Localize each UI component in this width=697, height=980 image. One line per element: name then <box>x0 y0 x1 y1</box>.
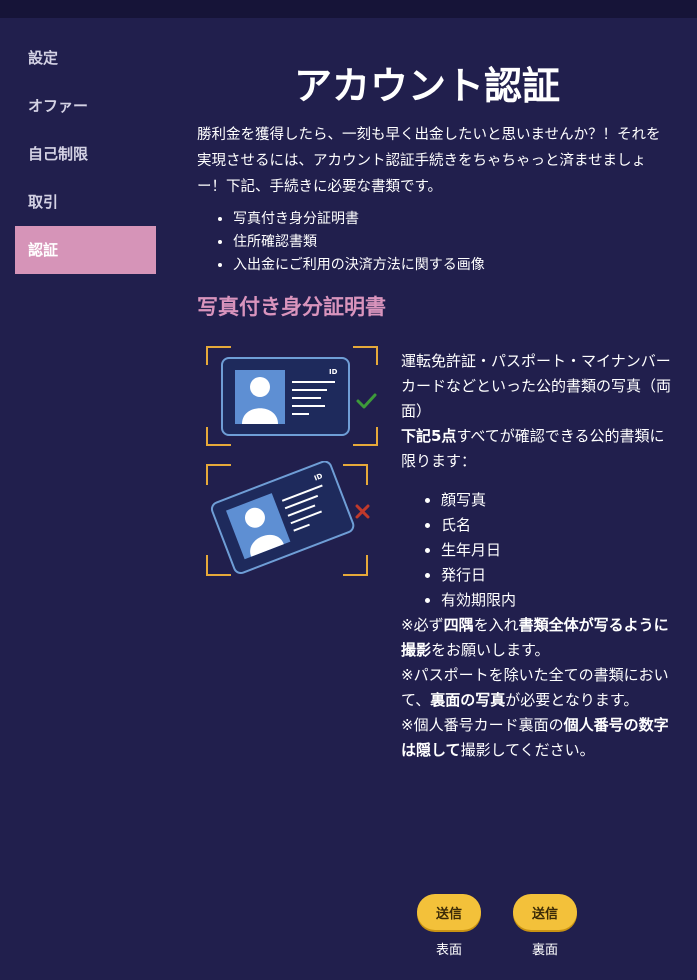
upload-front-caption: 表面 <box>435 943 462 958</box>
upload-back-button[interactable]: 送信 <box>513 894 577 930</box>
list-item: 氏名 <box>441 513 671 538</box>
sidebar-item-self-limit[interactable]: 自己制限 <box>28 145 89 163</box>
list-item: 顔写真 <box>441 488 671 513</box>
note-my-number: ※個人番号カード裏面の個人番号の数字は隠して撮影してください。 <box>401 716 669 759</box>
section-heading: 写真付き身分証明書 <box>197 295 386 319</box>
upload-buttons: 送信 表面 送信 裏面 <box>416 894 586 964</box>
cross-icon <box>355 504 370 519</box>
upload-back-caption: 裏面 <box>531 943 558 958</box>
check-icon <box>356 393 377 409</box>
list-item: 写真付き身分証明書 <box>233 208 677 231</box>
sidebar-item-verification[interactable]: 認証 <box>15 226 156 274</box>
photo-id-section: ID <box>197 341 677 861</box>
list-item: 入出金にご利用の決済方法に関する画像 <box>233 254 677 277</box>
main-content: アカウント認証 勝利金を獲得したら、一刻も早く出金したいと思いませんか？！それを… <box>197 58 677 861</box>
id-illustrations: ID <box>197 341 387 579</box>
sidebar: 設定 オファー 自己制限 取引 認証 <box>15 34 156 274</box>
id-card-correct-icon: ID <box>206 346 378 446</box>
doc-description: 運転免許証・パスポート・マイナンバーカードなどといった公的書類の写真（両面） <box>401 352 672 420</box>
required-points-list: 顔写真 氏名 生年月日 発行日 有効期限内 <box>401 488 671 613</box>
id-label: ID <box>313 472 324 483</box>
id-label: ID <box>329 368 338 376</box>
required-docs-list: 写真付き身分証明書 住所確認書類 入出金にご利用の決済方法に関する画像 <box>197 208 677 277</box>
sidebar-item-transactions[interactable]: 取引 <box>28 193 59 211</box>
sidebar-item-offers[interactable]: オファー <box>28 97 89 115</box>
id-card-incorrect-icon: ID <box>206 461 370 576</box>
list-item: 有効期限内 <box>441 588 671 613</box>
sidebar-item-settings[interactable]: 設定 <box>28 49 59 67</box>
note-back-photo: ※パスポートを除いた全ての書類において、裏面の写真が必要となります。 <box>401 666 669 709</box>
upload-front-group: 送信 表面 <box>416 894 482 958</box>
points-lead: 下記5点すべてが確認できる公的書類に限ります： <box>401 427 665 470</box>
top-bar <box>0 0 697 18</box>
upload-back-group: 送信 裏面 <box>512 894 578 958</box>
list-item: 住所確認書類 <box>233 231 677 254</box>
list-item: 生年月日 <box>441 538 671 563</box>
intro-text: 勝利金を獲得したら、一刻も早く出金したいと思いませんか？！それを実現させるには、… <box>197 127 661 195</box>
photo-id-requirements: 運転免許証・パスポート・マイナンバーカードなどといった公的書類の写真（両面） 下… <box>401 349 671 763</box>
list-item: 発行日 <box>441 563 671 588</box>
note-corners: ※必ず四隅を入れ書類全体が写るように撮影をお願いします。 <box>401 616 669 659</box>
upload-front-button[interactable]: 送信 <box>417 894 481 930</box>
page-title: アカウント認証 <box>293 64 560 108</box>
